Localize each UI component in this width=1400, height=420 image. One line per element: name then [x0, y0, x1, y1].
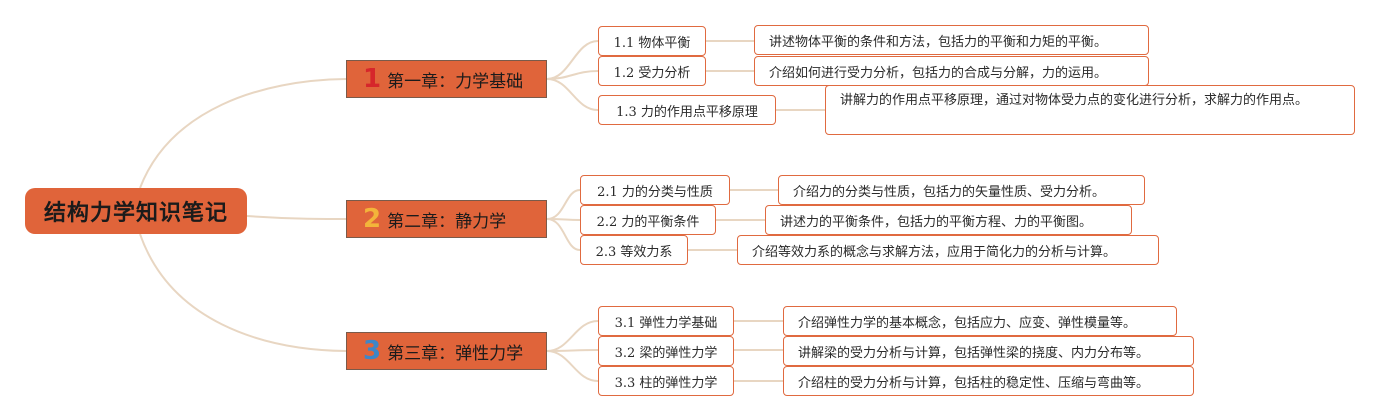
link-ch1-t1 [546, 40, 599, 80]
topic-2-1[interactable]: 2.1 力的分类与性质 [580, 175, 730, 205]
link-ch1-t2 [546, 70, 599, 80]
root-node[interactable]: 结构力学知识笔记 [25, 188, 247, 234]
topic-1-3-description[interactable]: 讲解力的作用点平移原理，通过对物体受力点的变化进行分析，求解力的作用点。 [825, 85, 1355, 135]
topic-3-1[interactable]: 3.1 弹性力学基础 [598, 306, 734, 336]
topic-3-3[interactable]: 3.3 柱的弹性力学 [598, 366, 734, 396]
chapter-title: 第二章：静力学 [387, 211, 507, 232]
chapter-3-node[interactable]: 3 第三章：弹性力学 [346, 332, 547, 370]
topic-2-3[interactable]: 2.3 等效力系 [580, 235, 688, 265]
topic-2-2-description[interactable]: 讲述力的平衡条件，包括力的平衡方程、力的平衡图。 [765, 205, 1132, 235]
topic-3-3-description[interactable]: 介绍柱的受力分析与计算，包括柱的稳定性、压缩与弯曲等。 [783, 366, 1194, 396]
topic-1-2[interactable]: 1.2 受力分析 [598, 56, 706, 86]
topic-1-2-description[interactable]: 介绍如何进行受力分析，包括力的合成与分解，力的运用。 [754, 56, 1149, 86]
chapter-1-node[interactable]: 1 第一章：力学基础 [346, 60, 547, 98]
link-ch2-t3 [546, 218, 581, 251]
link-ch3-t2 [546, 349, 599, 352]
link-ch3-t1 [546, 320, 599, 352]
topic-2-3-description[interactable]: 介绍等效力系的概念与求解方法，应用于简化力的分析与计算。 [737, 235, 1159, 265]
link-root-ch3 [139, 233, 347, 352]
topic-2-1-description[interactable]: 介绍力的分类与性质，包括力的矢量性质、受力分析。 [778, 175, 1145, 205]
link-ch3-t3 [546, 350, 599, 382]
topic-1-3[interactable]: 1.3 力的作用点平移原理 [598, 95, 776, 125]
link-root-ch2 [246, 215, 347, 220]
topic-1-1-description[interactable]: 讲述物体平衡的条件和方法，包括力的平衡和力矩的平衡。 [754, 25, 1149, 55]
link-ch2-t1 [546, 189, 581, 220]
chapter-number-2: 2 [363, 204, 382, 234]
topic-3-2-description[interactable]: 讲解梁的受力分析与计算，包括弹性梁的挠度、内力分布等。 [783, 336, 1194, 366]
topic-3-2[interactable]: 3.2 梁的弹性力学 [598, 336, 734, 366]
chapter-title: 第一章：力学基础 [387, 71, 524, 92]
topic-3-1-description[interactable]: 介绍弹性力学的基本概念，包括应力、应变、弹性模量等。 [783, 306, 1177, 336]
chapter-title: 第三章：弹性力学 [387, 343, 524, 364]
chapter-number-3: 3 [363, 336, 382, 366]
chapter-2-node[interactable]: 2 第二章：静力学 [346, 200, 547, 238]
topic-2-2[interactable]: 2.2 力的平衡条件 [580, 205, 716, 235]
link-ch1-t3 [546, 78, 599, 111]
link-root-ch1 [139, 78, 347, 189]
chapter-number-1: 1 [363, 64, 382, 94]
topic-1-1[interactable]: 1.1 物体平衡 [598, 26, 706, 56]
